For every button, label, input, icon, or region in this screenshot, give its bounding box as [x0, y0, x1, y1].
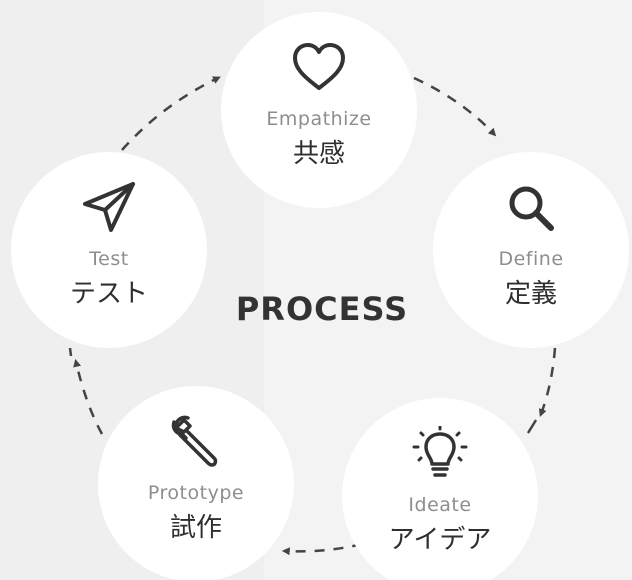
arrow-define-to-ideate [538, 347, 557, 417]
arrow-prototype-to-test [73, 358, 104, 435]
arrow-empathize-to-define [413, 76, 497, 137]
arrow-prototype-to-test-tail [68, 347, 73, 357]
search-icon [509, 186, 554, 231]
send-icon [83, 182, 135, 232]
step-label-jp: テスト [69, 279, 148, 309]
step-ideate: Ideate アイデア [342, 398, 538, 580]
step-label-en: Ideate [408, 494, 472, 516]
lightbulb-icon [412, 426, 468, 477]
step-prototype: Prototype 試作 [98, 386, 294, 580]
diagram-title: PROCESS [235, 290, 409, 328]
step-label-en: Prototype [147, 482, 245, 504]
step-label-en: Empathize [266, 108, 372, 130]
heart-icon [293, 43, 345, 90]
step-label-jp: 試作 [169, 513, 222, 543]
step-label-jp: アイデア [388, 525, 492, 555]
step-define: Define 定義 [433, 152, 629, 348]
arrow-test-to-empathize [121, 76, 221, 151]
step-label-jp: 共感 [292, 139, 345, 169]
step-label-en: Test [89, 248, 129, 270]
step-label-jp: 定義 [504, 279, 557, 309]
step-empathize: Empathize 共感 [221, 12, 417, 208]
step-test: Test テスト [11, 152, 207, 348]
arrow-define-to-ideate-tail [526, 419, 538, 434]
wrench-icon [171, 415, 218, 467]
step-label-en: Define [498, 248, 564, 270]
